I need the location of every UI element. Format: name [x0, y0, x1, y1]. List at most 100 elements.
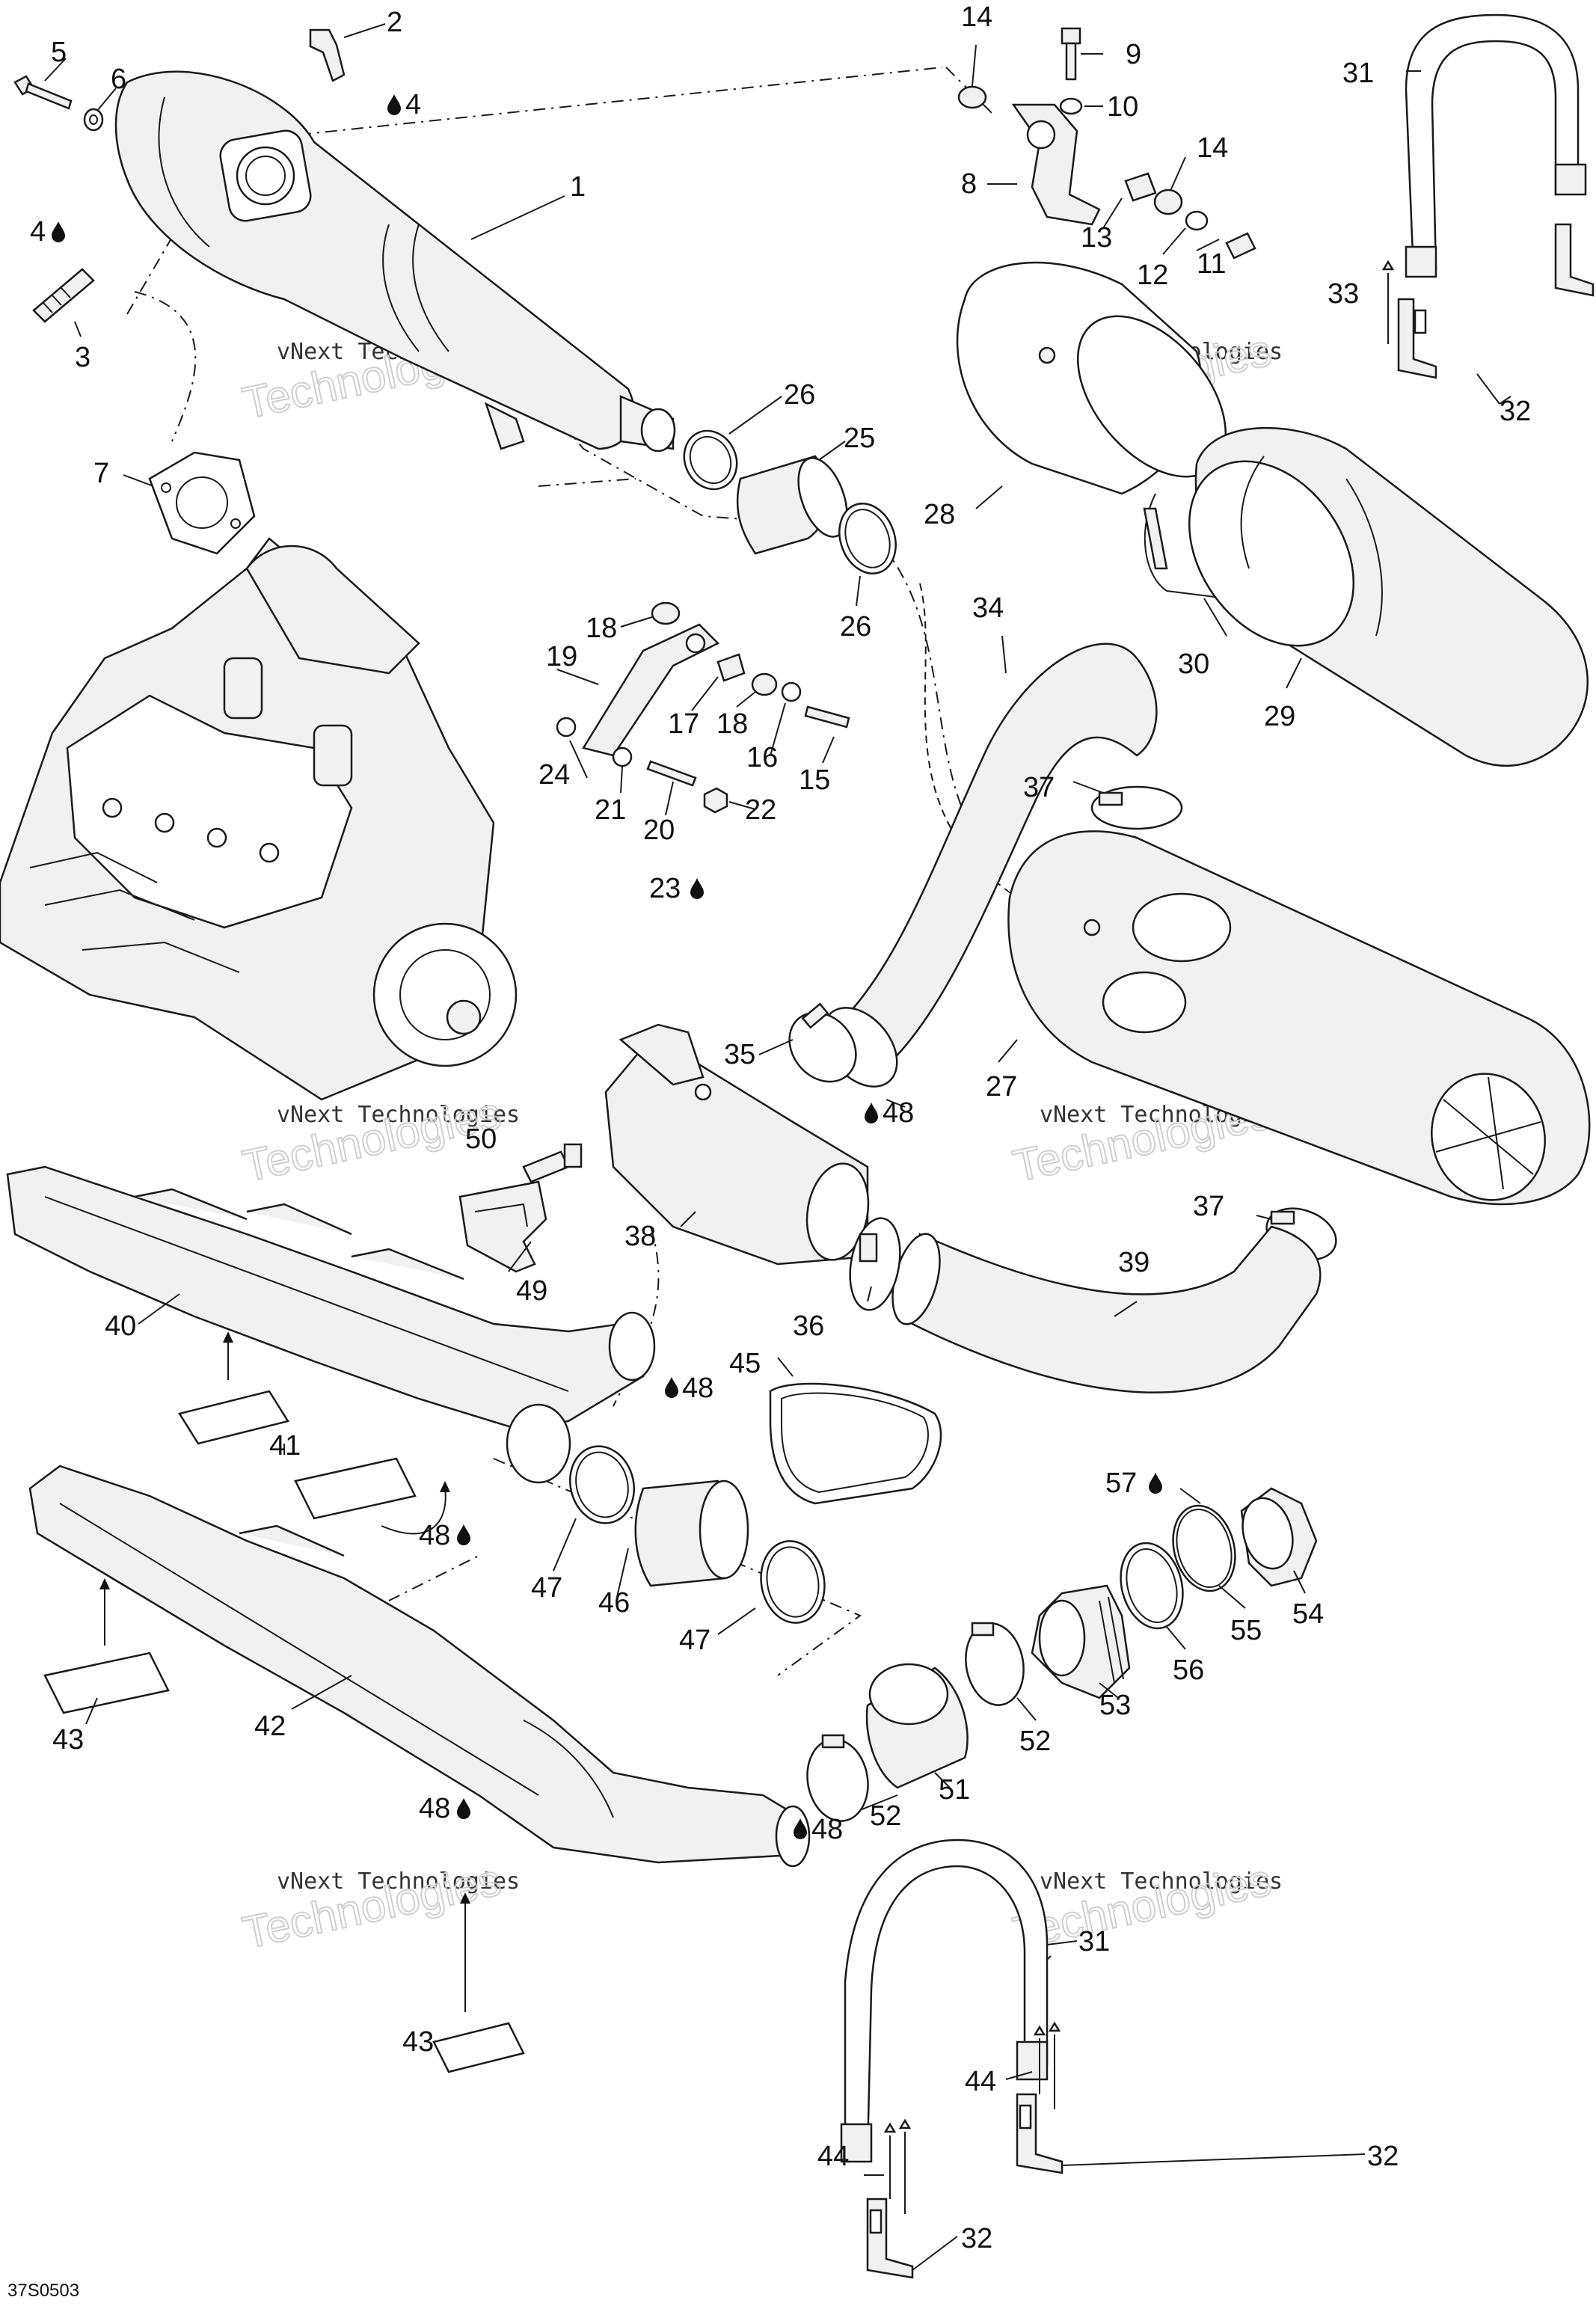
bolt-part-9 [1061, 27, 1081, 81]
callout-48a-with-drop: 48 [865, 1097, 914, 1129]
gasket-part-45 [769, 1382, 942, 1505]
nut-part-54 [1240, 1487, 1318, 1587]
callout-39: 39 [1118, 1247, 1150, 1278]
washer-part-10 [1059, 97, 1083, 115]
svg-text:57: 57 [1105, 1468, 1137, 1499]
callout-45: 45 [729, 1348, 761, 1379]
callout-16: 16 [746, 742, 778, 773]
sleeve-part-51 [865, 1663, 969, 1789]
callout-37b: 37 [1193, 1191, 1224, 1222]
callout-10: 10 [1107, 91, 1138, 123]
rivet-part-44b [1033, 2021, 1061, 2109]
callout-44a: 44 [817, 2141, 849, 2172]
watermark-text: vNext Technologies [277, 1868, 520, 1895]
clamp-part-52b [965, 1622, 1025, 1706]
callout-5: 5 [51, 37, 67, 68]
callout-50: 50 [465, 1123, 497, 1155]
callout-27: 27 [986, 1071, 1017, 1103]
grommet-part-14a [957, 85, 987, 109]
callout-20: 20 [643, 815, 675, 846]
callout-57-with-drop: 57 [1105, 1468, 1162, 1499]
callout-28: 28 [924, 499, 955, 530]
svg-text:48: 48 [883, 1097, 914, 1129]
watermark-text: vNext Technologies [277, 1102, 520, 1128]
callout-15: 15 [799, 764, 830, 796]
callout-4a-with-drop: 4 [387, 89, 421, 120]
callout-22: 22 [745, 794, 776, 826]
drop-icon [1149, 1473, 1162, 1494]
seal-part-56 [1120, 1542, 1184, 1630]
drop-icon [665, 1377, 678, 1398]
spacer-part-13 [1124, 172, 1157, 202]
nipple-part-3 [32, 268, 95, 323]
clamp-part-37a [1090, 785, 1183, 830]
clamp-part-36 [849, 1217, 901, 1311]
resonator-part-29 [1188, 426, 1589, 767]
callout-12: 12 [1137, 260, 1168, 291]
callout-18a: 18 [586, 613, 617, 644]
strap-part-31-lower [840, 1839, 1049, 2163]
drain-part-49 [458, 1180, 547, 1273]
callout-17: 17 [668, 708, 699, 740]
clamp-part-52a [806, 1734, 869, 1822]
callout-42: 42 [254, 1711, 286, 1742]
bracket-part-32-lower-b [1016, 2093, 1064, 2174]
callout-53: 53 [1099, 1690, 1131, 1721]
callout-31a: 31 [1342, 58, 1374, 89]
callout-30: 30 [1178, 648, 1209, 680]
callout-32a: 32 [1500, 396, 1531, 427]
screw-part-15 [804, 705, 850, 729]
decal-part-41 [178, 1331, 450, 1535]
drop-icon [457, 1798, 470, 1819]
callout-37a: 37 [1023, 772, 1055, 803]
callout-52b: 52 [1019, 1726, 1051, 1757]
muffler-part-28 [956, 261, 1227, 495]
svg-text:48: 48 [682, 1373, 713, 1404]
callout-labels: 1 2 3 4 4 5 6 7 8 9 10 11 12 13 14 14 15… [30, 1, 1531, 2254]
fitting-part-50 [522, 1143, 583, 1183]
bracket-part-8 [1011, 103, 1101, 226]
rivet-part-44a [883, 2118, 912, 2214]
clamp-part-26b [838, 502, 897, 575]
stud-part-20 [646, 760, 697, 787]
callout-1: 1 [570, 171, 586, 203]
svg-text:48: 48 [811, 1814, 843, 1845]
sleeve-part-25 [736, 455, 848, 555]
callout-23-with-drop: 23 [649, 873, 704, 904]
callout-33: 33 [1328, 278, 1359, 310]
callout-31b: 31 [1078, 1926, 1110, 1957]
callout-26b: 26 [840, 611, 871, 643]
svg-text:48: 48 [419, 1793, 450, 1824]
watermark-6: vNext Technologies Technologies [1008, 1853, 1283, 1958]
callout-48b-with-drop: 48 [665, 1373, 713, 1404]
callout-54: 54 [1292, 1598, 1324, 1630]
callout-25: 25 [844, 423, 875, 454]
callout-18b: 18 [716, 708, 748, 740]
strap-part-31-upper [1405, 13, 1587, 278]
bracket-part-32-upper [1397, 298, 1437, 379]
bracket-part-32-upper-b [1554, 223, 1595, 297]
callout-43a: 43 [52, 1724, 84, 1755]
leader-lines [44, 23, 1511, 2271]
fitting-part-53 [1031, 1584, 1131, 1699]
callout-34: 34 [972, 592, 1004, 624]
callout-35: 35 [724, 1039, 755, 1070]
callout-19: 19 [546, 641, 577, 672]
washer-part-6 [83, 108, 104, 132]
watermark-5: vNext Technologies Technologies [238, 1853, 520, 1958]
drop-icon [387, 94, 401, 115]
muffler-box-part-27 [1007, 830, 1591, 1206]
svg-text:48: 48 [419, 1520, 450, 1551]
outlet-part-38 [604, 1023, 870, 1266]
drawing-code: 37S0503 [7, 2281, 79, 2301]
callout-48c-with-drop: 48 [419, 1520, 470, 1551]
callout-38: 38 [624, 1221, 656, 1252]
callout-40: 40 [105, 1310, 136, 1342]
decal-part-43a [43, 1578, 170, 1714]
callout-8: 8 [961, 168, 977, 200]
svg-text:4: 4 [405, 89, 421, 120]
decal-part-43b [432, 1892, 525, 2073]
callout-6: 6 [111, 64, 126, 95]
washer-part-24 [556, 717, 577, 738]
callout-13: 13 [1081, 222, 1112, 254]
